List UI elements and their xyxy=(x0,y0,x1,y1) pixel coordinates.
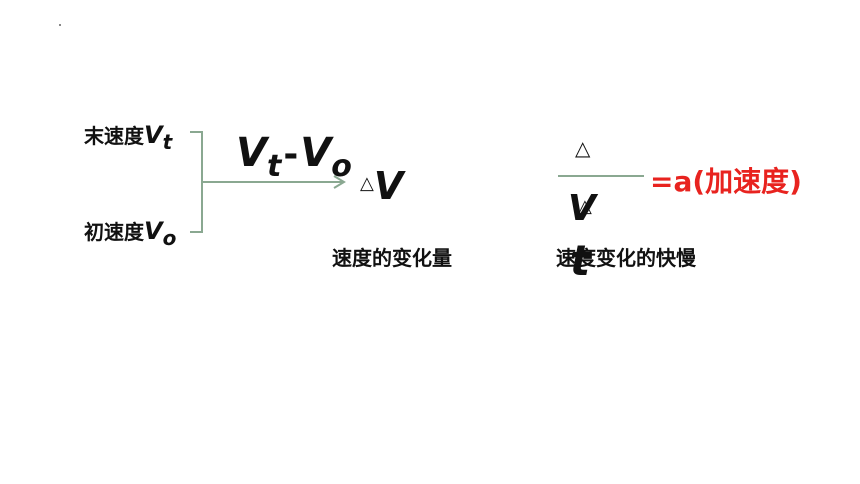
initial-velocity-subscript: o xyxy=(162,226,177,250)
final-velocity-symbol: V xyxy=(144,121,163,149)
vo-subscript: o xyxy=(331,149,352,184)
delta-v: △V xyxy=(360,164,403,208)
final-velocity-text: 末速度 xyxy=(84,124,144,148)
initial-velocity-text: 初速度 xyxy=(84,220,144,244)
denominator-v: V xyxy=(568,188,596,229)
caption-change-amount: 速度的变化量 xyxy=(332,246,452,270)
delta-v-symbol: V xyxy=(373,164,404,208)
corner-dot xyxy=(59,24,61,26)
fraction-numerator-triangle: △ xyxy=(575,136,591,160)
initial-velocity-symbol: V xyxy=(144,217,163,245)
caption-rate-of-change: 速度变化的快慢 xyxy=(556,246,696,270)
initial-velocity-label: 初速度Vo xyxy=(84,216,176,250)
minus-sign: - xyxy=(283,134,299,175)
vo-symbol: V xyxy=(300,130,332,176)
vt-subscript: t xyxy=(266,149,282,184)
difference-expression: Vt-Vo xyxy=(236,130,352,184)
final-velocity-label: 末速度Vt xyxy=(84,120,172,154)
vt-symbol: V xyxy=(236,130,267,176)
delta-triangle: △ xyxy=(360,173,374,194)
final-velocity-subscript: t xyxy=(162,130,173,154)
denominator-triangle: △ xyxy=(578,196,592,217)
denominator-t: t xyxy=(570,236,591,285)
arrow-head xyxy=(333,175,346,189)
acceleration-result: =a(加速度) xyxy=(650,165,802,198)
